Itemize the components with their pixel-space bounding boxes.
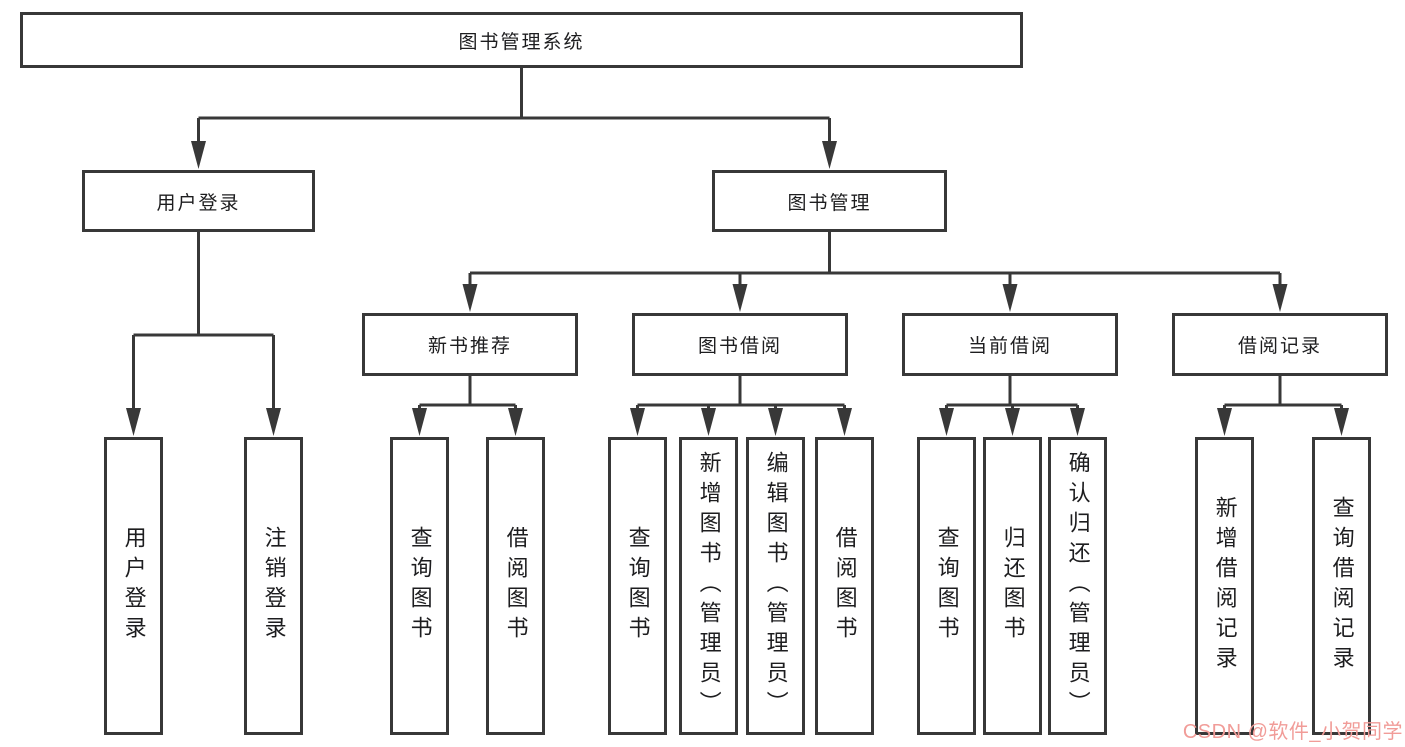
node-root-system: 图书管理系统 — [20, 12, 1023, 68]
leaf-logout: 注销登录 — [244, 437, 303, 735]
arrow-down-icon — [191, 141, 206, 169]
leaf-label: 查询图书 — [625, 526, 651, 646]
arrow-down-icon — [1002, 284, 1018, 312]
leaf-user-login: 用户登录 — [104, 437, 163, 735]
node-current-borrow: 当前借阅 — [902, 313, 1118, 376]
arrow-down-icon — [266, 408, 281, 436]
arrow-down-icon — [822, 141, 837, 169]
leaf-records-query-record: 查询借阅记录 — [1312, 437, 1371, 735]
leaf-borrowing-query-books: 查询图书 — [608, 437, 667, 735]
leaf-label: 查询借阅记录 — [1329, 496, 1355, 676]
csdn-watermark: CSDN @软件_小贺同学 — [1182, 721, 1403, 743]
leaf-label: 查询图书 — [407, 526, 433, 646]
node-new-book-recommend: 新书推荐 — [362, 313, 578, 376]
arrowhead-icons — [126, 141, 1349, 436]
leaf-label: 借阅图书 — [832, 526, 858, 646]
leaf-label: 编辑图书（管理员） — [763, 451, 789, 721]
leaf-label: 新增借阅记录 — [1212, 496, 1238, 676]
arrow-down-icon — [939, 408, 954, 436]
leaf-label: 用户登录 — [121, 526, 147, 646]
leaf-current-query-books: 查询图书 — [917, 437, 976, 735]
node-book-borrow: 图书借阅 — [632, 313, 848, 376]
arrow-down-icon — [732, 284, 748, 312]
leaf-label: 归还图书 — [1000, 526, 1026, 646]
node-book-management: 图书管理 — [712, 170, 947, 232]
arrow-down-icon — [630, 408, 645, 436]
node-borrow-records: 借阅记录 — [1172, 313, 1388, 376]
leaf-borrowing-add-books-admin: 新增图书（管理员） — [679, 437, 738, 735]
leaf-newbooks-query-books: 查询图书 — [390, 437, 449, 735]
arrow-down-icon — [701, 408, 716, 436]
arrow-down-icon — [1005, 408, 1020, 436]
arrow-down-icon — [508, 408, 523, 436]
arrow-down-icon — [126, 408, 141, 436]
leaf-current-return-books: 归还图书 — [983, 437, 1042, 735]
node-book-borrow-label: 图书借阅 — [697, 336, 782, 357]
connector-lines — [132, 68, 1343, 414]
arrow-down-icon — [1217, 408, 1232, 436]
arrow-down-icon — [412, 408, 427, 436]
node-borrow-records-label: 借阅记录 — [1237, 336, 1322, 357]
leaf-label: 新增图书（管理员） — [696, 451, 722, 721]
node-new-book-recommend-label: 新书推荐 — [427, 336, 512, 357]
node-root-label: 图书管理系统 — [458, 31, 585, 53]
node-user-login-label: 用户登录 — [156, 192, 241, 214]
leaf-newbooks-borrow-books: 借阅图书 — [486, 437, 545, 735]
node-user-login: 用户登录 — [82, 170, 315, 232]
leaf-borrowing-borrow-books: 借阅图书 — [815, 437, 874, 735]
node-current-borrow-label: 当前借阅 — [967, 336, 1052, 357]
arrow-down-icon — [768, 408, 783, 436]
leaf-records-add-record: 新增借阅记录 — [1195, 437, 1254, 735]
leaf-label: 借阅图书 — [503, 526, 529, 646]
leaf-label: 注销登录 — [261, 526, 287, 646]
arrow-down-icon — [1272, 284, 1288, 312]
arrow-down-icon — [1070, 408, 1085, 436]
leaf-label: 查询图书 — [934, 526, 960, 646]
arrow-down-icon — [1334, 408, 1349, 436]
node-book-management-label: 图书管理 — [787, 192, 872, 214]
leaf-label: 确认归还（管理员） — [1065, 451, 1091, 721]
arrow-down-icon — [462, 284, 478, 312]
arrow-down-icon — [837, 408, 852, 436]
leaf-borrowing-edit-books-admin: 编辑图书（管理员） — [746, 437, 805, 735]
leaf-current-confirm-return-admin: 确认归还（管理员） — [1048, 437, 1107, 735]
